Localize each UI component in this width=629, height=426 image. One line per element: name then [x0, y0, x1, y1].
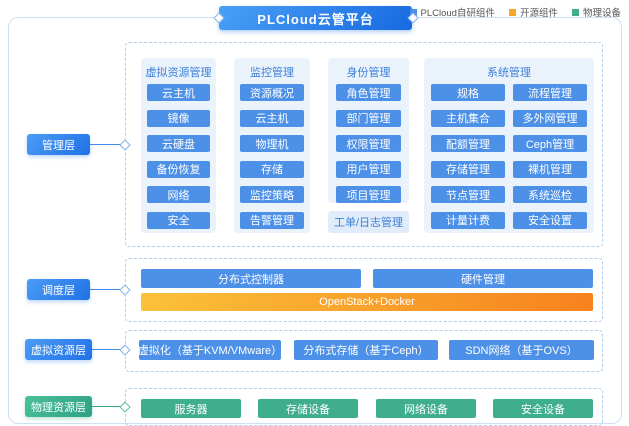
legend-label: 物理设备 — [582, 8, 621, 19]
layer-label-management: 管理层 — [27, 134, 90, 155]
module-button: 镜像 — [147, 109, 210, 127]
connector-line — [90, 289, 123, 290]
legend-swatch-orange-icon — [508, 8, 516, 16]
connector-line — [92, 349, 123, 350]
section-scheduling-layer: 分布式控制器 硬件管理 OpenStack+Docker — [125, 258, 603, 322]
network-device-bar: 网络设备 — [376, 399, 476, 418]
group-header: 监控管理 — [250, 67, 294, 79]
module-button: 配额管理 — [431, 135, 505, 152]
group-header: 系统管理 — [487, 67, 531, 79]
module-button: 部门管理 — [336, 109, 401, 127]
distributed-controller-bar: 分布式控制器 — [141, 269, 361, 288]
connector-line — [92, 406, 123, 407]
module-button: 项目管理 — [336, 186, 401, 203]
sdn-network-bar: SDN网络（基于OVS） — [449, 340, 594, 360]
virtualization-bar: 虚拟化（基于KVM/VMware） — [138, 340, 282, 360]
group-monitoring-mgmt: 监控管理 资源概况 云主机 物理机 存储 监控策略 告警管理 — [234, 58, 310, 233]
ticket-log-mgmt-box: 工单/日志管理 — [328, 211, 409, 233]
module-button: 物理机 — [240, 135, 304, 152]
module-button: 节点管理 — [431, 186, 505, 203]
layer-label-scheduling: 调度层 — [27, 279, 90, 300]
page-title: PLCloud云管平台 — [219, 6, 412, 30]
module-button: 监控策略 — [240, 186, 304, 203]
module-button: 云主机 — [147, 84, 210, 101]
module-button: 云主机 — [240, 109, 304, 127]
module-button: 裸机管理 — [513, 160, 587, 178]
legend-label: PLCloud自研组件 — [420, 8, 495, 19]
security-device-bar: 安全设备 — [493, 399, 593, 418]
module-button: 备份恢复 — [147, 160, 210, 178]
server-bar: 服务器 — [141, 399, 241, 418]
module-button: 网络 — [147, 186, 210, 203]
section-virtual-resource-layer: 虚拟化（基于KVM/VMware） 分布式存储（基于Ceph） SDN网络（基于… — [125, 330, 603, 372]
module-button: 云硬盘 — [147, 135, 210, 152]
module-button: 主机集合 — [431, 109, 505, 127]
module-button: 流程管理 — [513, 84, 587, 101]
module-button: 用户管理 — [336, 160, 401, 178]
legend-swatch-green-icon — [571, 8, 579, 16]
group-header: 虚拟资源管理 — [145, 67, 212, 79]
storage-device-bar: 存储设备 — [258, 399, 358, 418]
legend-item-self-developed: PLCloud自研组件 — [409, 5, 495, 19]
legend-swatch-blue-icon — [409, 8, 417, 16]
legend-item-physical: 物理设备 — [571, 5, 621, 19]
group-system-mgmt: 系统管理 规格 主机集合 配额管理 存储管理 节点管理 计量计费 流程管理 多外… — [424, 58, 594, 233]
layer-label-virtual: 虚拟资源层 — [25, 339, 92, 360]
module-button: 告警管理 — [240, 211, 304, 229]
legend: PLCloud自研组件 开源组件 物理设备 — [409, 5, 621, 19]
module-button: 多外网管理 — [513, 109, 587, 127]
module-button: 安全 — [147, 211, 210, 229]
section-physical-resource-layer: 服务器 存储设备 网络设备 安全设备 — [125, 388, 603, 426]
group-header: 身份管理 — [346, 67, 391, 79]
legend-label: 开源组件 — [519, 8, 558, 19]
module-button: 安全设置 — [513, 211, 587, 229]
distributed-storage-bar: 分布式存储（基于Ceph） — [294, 340, 438, 360]
group-virtual-resource-mgmt: 虚拟资源管理 云主机 镜像 云硬盘 备份恢复 网络 安全 — [141, 58, 216, 233]
openstack-docker-bar: OpenStack+Docker — [141, 293, 593, 311]
connector-line — [90, 144, 123, 145]
module-button: Ceph管理 — [513, 135, 587, 152]
legend-item-opensource: 开源组件 — [508, 5, 558, 19]
module-button: 角色管理 — [336, 84, 401, 101]
module-button: 存储 — [240, 160, 304, 178]
module-button: 规格 — [431, 84, 505, 101]
group-identity-mgmt: 身份管理 角色管理 部门管理 权限管理 用户管理 项目管理 — [328, 58, 409, 203]
module-button: 资源概况 — [240, 84, 304, 101]
layer-label-physical: 物理资源层 — [25, 396, 92, 417]
module-button: 计量计费 — [431, 211, 505, 229]
module-button: 系统巡检 — [513, 186, 587, 203]
section-management-layer: 虚拟资源管理 云主机 镜像 云硬盘 备份恢复 网络 安全 监控管理 资源概况 云… — [125, 42, 603, 247]
hardware-mgmt-bar: 硬件管理 — [373, 269, 593, 288]
module-button: 存储管理 — [431, 160, 505, 178]
module-button: 权限管理 — [336, 135, 401, 152]
